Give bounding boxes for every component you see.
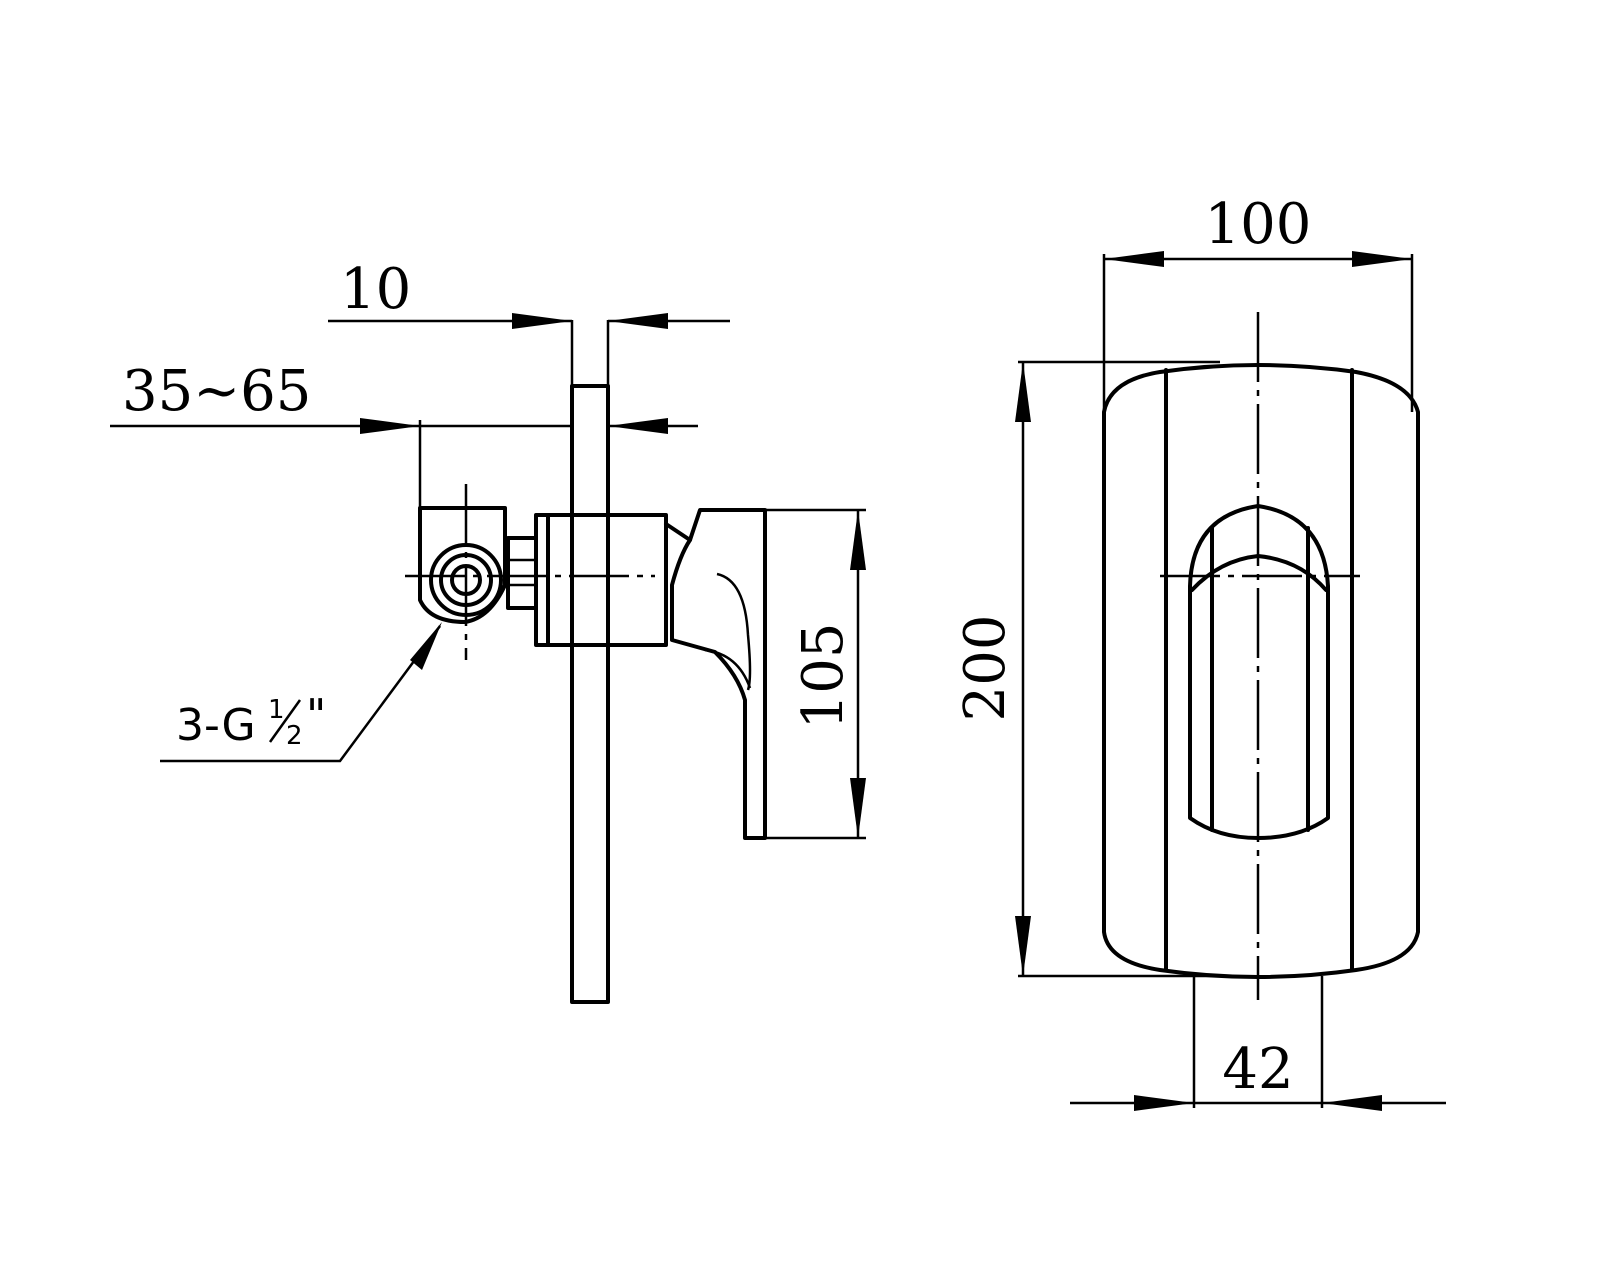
dim-handle-width-label: 42	[1222, 1037, 1293, 1102]
dim-handle-width: 42	[1070, 976, 1446, 1111]
side-cover-plate	[570, 384, 610, 1004]
side-connector-stem	[506, 536, 538, 610]
side-handle-neck	[664, 522, 692, 542]
dim-handle-height: 105	[765, 508, 866, 840]
dim-plate-width: 100	[1102, 192, 1414, 412]
dim-thickness-label: 10	[340, 257, 411, 322]
dim-plate-height: 200	[953, 360, 1220, 978]
dim-depth-range: 35~65	[110, 359, 698, 508]
thread-callout-denominator: 2	[286, 721, 303, 751]
dim-depth-range-label: 35~65	[122, 359, 311, 424]
dim-plate-height-label: 200	[953, 615, 1018, 722]
side-view: 10 35~65 105 3-G 1 2	[110, 257, 866, 1004]
side-handle-curve	[716, 572, 752, 691]
side-valve-body	[534, 513, 668, 647]
dim-handle-height-label: 105	[791, 623, 856, 730]
side-valve-collar	[546, 513, 574, 647]
dim-plate-width-label: 100	[1205, 192, 1312, 257]
thread-callout-numerator: 1	[268, 695, 285, 725]
thread-callout-prefix: 3-G	[176, 700, 256, 751]
dim-thickness: 10	[328, 257, 730, 386]
front-view: 100 200 42	[953, 192, 1446, 1111]
thread-callout-suffix: "	[306, 690, 326, 741]
front-cover-plate	[1102, 363, 1420, 979]
thread-callout: 3-G 1 2 "	[160, 622, 442, 763]
